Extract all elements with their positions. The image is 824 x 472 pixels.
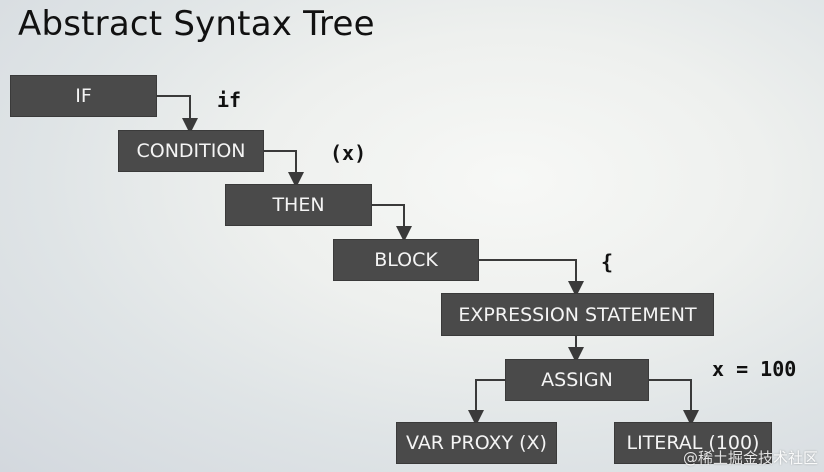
node-if: IF: [10, 75, 157, 117]
edge-assign-literal: [649, 379, 699, 426]
edge-if-condition: [157, 95, 198, 134]
node-var-proxy: VAR PROXY (X): [396, 422, 557, 464]
node-condition: CONDITION: [118, 130, 264, 172]
node-literal: LITERAL (100): [614, 422, 772, 464]
code-if: if: [217, 88, 242, 112]
code-block: {: [601, 250, 614, 274]
edge-assign-varproxy: [468, 379, 505, 426]
node-assign: ASSIGN: [505, 359, 649, 401]
code-assign: x = 100: [712, 357, 797, 381]
edge-then-block: [372, 204, 412, 242]
diagram-title: Abstract Syntax Tree: [18, 4, 375, 44]
edge-block-expression: [479, 259, 584, 297]
code-condition: (x): [330, 141, 367, 165]
node-block: BLOCK: [333, 239, 479, 281]
node-expression-statement: EXPRESSION STATEMENT: [441, 293, 714, 336]
watermark: @稀土掘金技术社区: [682, 449, 818, 467]
node-then: THEN: [225, 184, 372, 226]
edge-condition-then: [264, 150, 304, 188]
